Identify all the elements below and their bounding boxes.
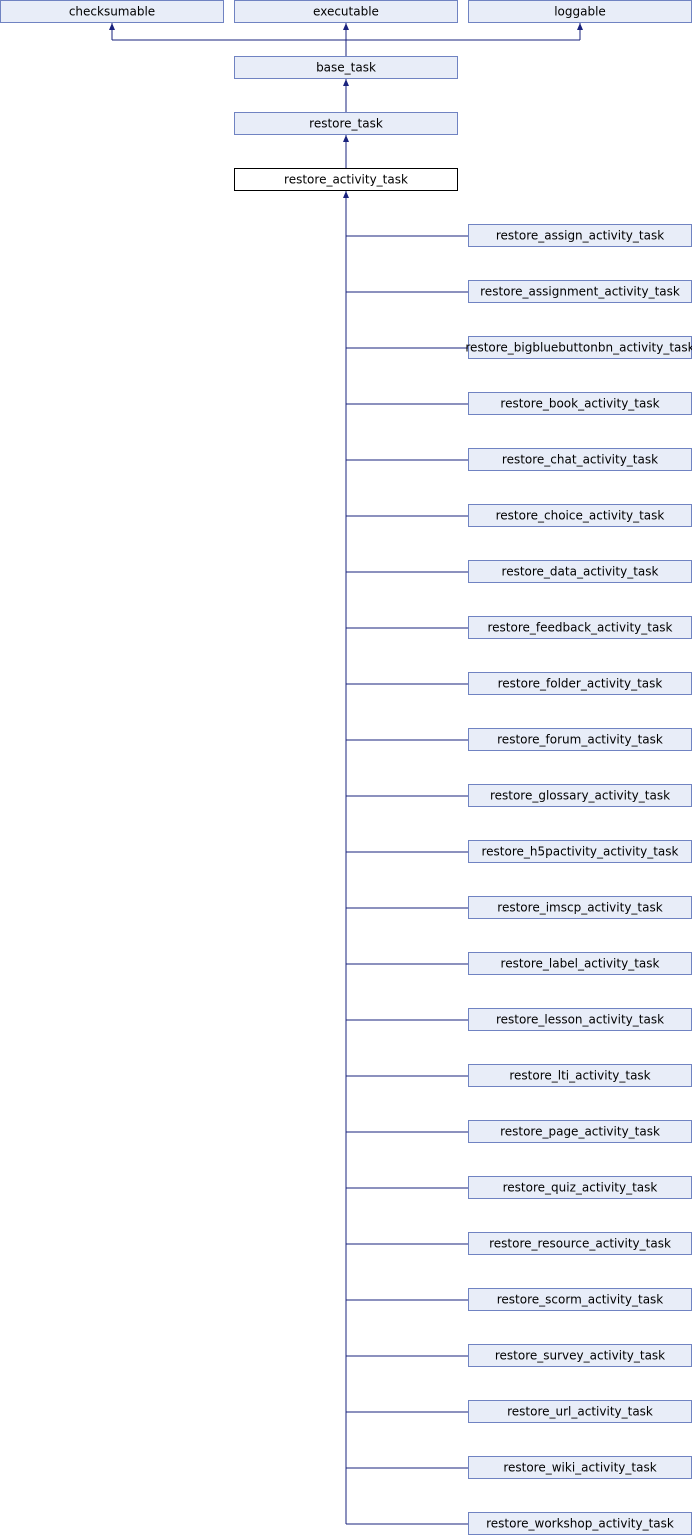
class-node-restore-label-activity-task[interactable]: restore_label_activity_task [468, 952, 692, 975]
class-node-restore-choice-activity-task[interactable]: restore_choice_activity_task [468, 504, 692, 527]
class-label: restore_assign_activity_task [496, 229, 664, 243]
class-label: restore_survey_activity_task [495, 1349, 665, 1363]
class-label: restore_label_activity_task [501, 957, 660, 971]
class-box [234, 0, 458, 23]
class-node-loggable[interactable]: loggable [468, 0, 692, 23]
class-label: restore_book_activity_task [500, 397, 659, 411]
class-node-restore-book-activity-task[interactable]: restore_book_activity_task [468, 392, 692, 415]
class-node-restore-assignment-activity-task[interactable]: restore_assignment_activity_task [468, 280, 692, 303]
class-node-restore-data-activity-task[interactable]: restore_data_activity_task [468, 560, 692, 583]
class-box [234, 56, 458, 79]
class-label: restore_resource_activity_task [489, 1237, 671, 1251]
class-node-restore-activity-task[interactable]: restore_activity_task [234, 168, 458, 191]
class-node-restore-quiz-activity-task[interactable]: restore_quiz_activity_task [468, 1176, 692, 1199]
class-node-restore-survey-activity-task[interactable]: restore_survey_activity_task [468, 1344, 692, 1367]
class-label: restore_bigbluebuttonbn_activity_task [465, 341, 692, 355]
inheritance-arrowhead [577, 23, 583, 30]
class-label: restore_data_activity_task [502, 565, 659, 579]
class-node-restore-feedback-activity-task[interactable]: restore_feedback_activity_task [468, 616, 692, 639]
class-box [0, 0, 224, 23]
class-label: restore_wiki_activity_task [503, 1461, 656, 1475]
class-label: base_task [316, 61, 376, 75]
class-node-restore-glossary-activity-task[interactable]: restore_glossary_activity_task [468, 784, 692, 807]
class-node-restore-page-activity-task[interactable]: restore_page_activity_task [468, 1120, 692, 1143]
class-node-restore-lti-activity-task[interactable]: restore_lti_activity_task [468, 1064, 692, 1087]
class-node-restore-folder-activity-task[interactable]: restore_folder_activity_task [468, 672, 692, 695]
class-label: restore_scorm_activity_task [497, 1293, 664, 1307]
class-node-restore-scorm-activity-task[interactable]: restore_scorm_activity_task [468, 1288, 692, 1311]
class-box [234, 112, 458, 135]
class-node-restore-resource-activity-task[interactable]: restore_resource_activity_task [468, 1232, 692, 1255]
class-label: checksumable [69, 5, 155, 19]
class-node-checksumable[interactable]: checksumable [0, 0, 224, 23]
class-label: restore_chat_activity_task [502, 453, 658, 467]
class-label: restore_choice_activity_task [496, 509, 665, 523]
class-label: restore_task [309, 117, 383, 131]
class-label: restore_page_activity_task [500, 1125, 660, 1139]
class-node-restore-url-activity-task[interactable]: restore_url_activity_task [468, 1400, 692, 1423]
class-label: executable [313, 5, 379, 19]
inheritance-arrowhead [109, 23, 115, 30]
class-label: restore_forum_activity_task [497, 733, 663, 747]
class-box [234, 168, 458, 191]
class-node-restore-imscp-activity-task[interactable]: restore_imscp_activity_task [468, 896, 692, 919]
class-node-restore-wiki-activity-task[interactable]: restore_wiki_activity_task [468, 1456, 692, 1479]
class-node-restore-forum-activity-task[interactable]: restore_forum_activity_task [468, 728, 692, 751]
class-label: loggable [554, 5, 606, 19]
inheritance-arrowhead [343, 79, 349, 86]
class-node-restore-lesson-activity-task[interactable]: restore_lesson_activity_task [468, 1008, 692, 1031]
class-label: restore_feedback_activity_task [487, 621, 672, 635]
class-label: restore_h5pactivity_activity_task [482, 845, 679, 859]
class-node-restore-assign-activity-task[interactable]: restore_assign_activity_task [468, 224, 692, 247]
class-label: restore_quiz_activity_task [503, 1181, 658, 1195]
class-node-base-task[interactable]: base_task [234, 56, 458, 79]
class-node-restore-chat-activity-task[interactable]: restore_chat_activity_task [468, 448, 692, 471]
class-label: restore_activity_task [284, 173, 408, 187]
inheritance-arrowhead [343, 23, 349, 30]
inheritance-edges [109, 23, 583, 1525]
class-node-restore-h5pactivity-activity-task[interactable]: restore_h5pactivity_activity_task [468, 840, 692, 863]
class-label: restore_folder_activity_task [498, 677, 663, 691]
class-node-executable[interactable]: executable [234, 0, 458, 23]
class-label: restore_lti_activity_task [509, 1069, 650, 1083]
class-node-restore-workshop-activity-task[interactable]: restore_workshop_activity_task [468, 1512, 692, 1535]
class-label: restore_imscp_activity_task [497, 901, 662, 915]
class-node-restore-task[interactable]: restore_task [234, 112, 458, 135]
class-label: restore_workshop_activity_task [486, 1517, 674, 1531]
inheritance-arrowhead [343, 191, 349, 198]
class-label: restore_lesson_activity_task [496, 1013, 664, 1027]
class-label: restore_glossary_activity_task [490, 789, 670, 803]
class-node-restore-bigbluebuttonbn-activity-task[interactable]: restore_bigbluebuttonbn_activity_task [465, 336, 692, 359]
class-label: restore_url_activity_task [507, 1405, 653, 1419]
class-label: restore_assignment_activity_task [480, 285, 680, 299]
inheritance-arrowhead [343, 135, 349, 142]
